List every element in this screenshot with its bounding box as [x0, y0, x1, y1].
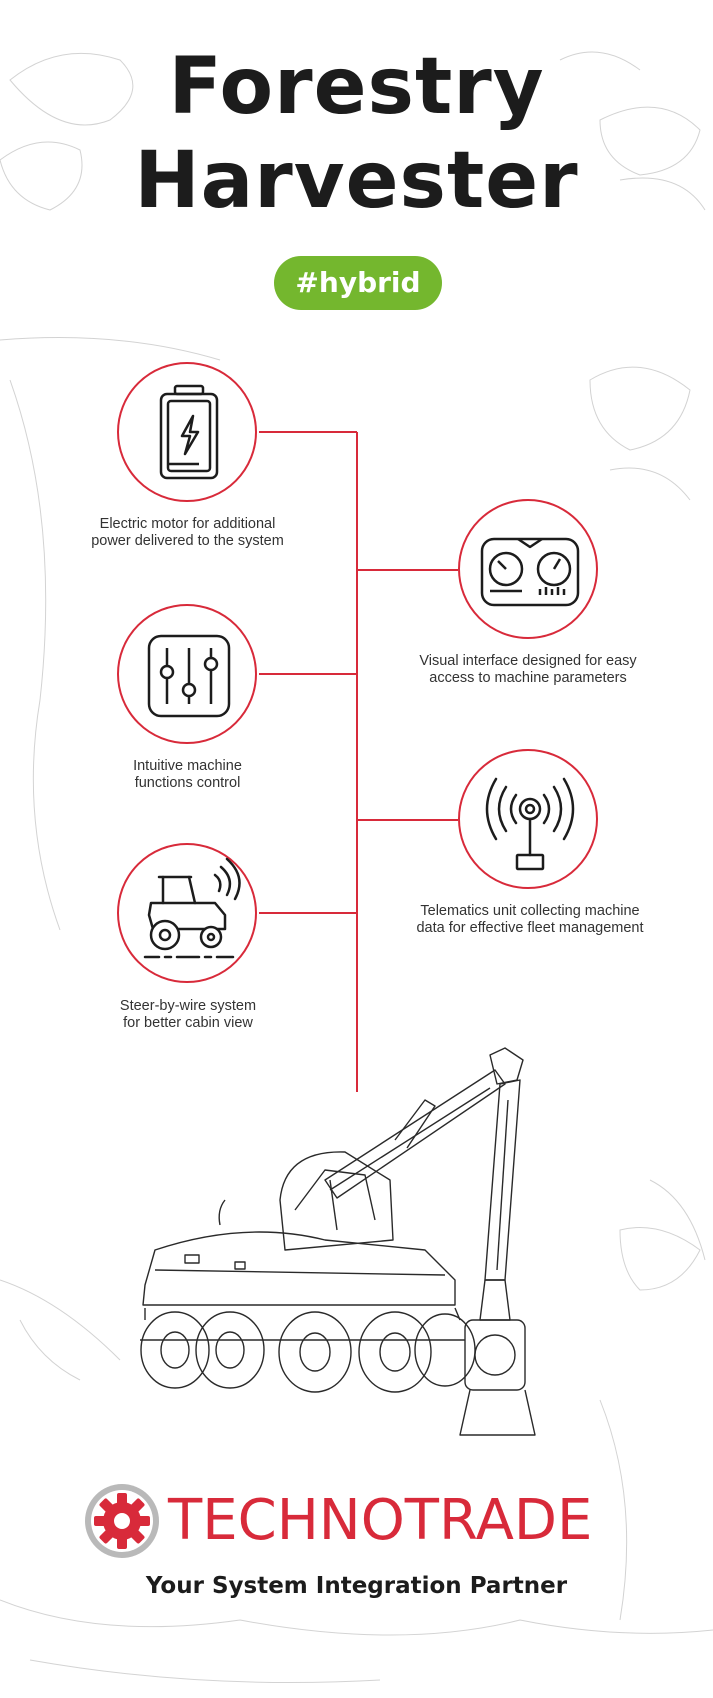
caption-visual-interface-line-2: access to machine parameters [429, 670, 627, 686]
caption-steer-by-wire: Steer-by-wire system for better cabin vi… [88, 998, 288, 1032]
antenna-icon [485, 777, 575, 871]
title-line-1: Forestry [168, 42, 545, 132]
title-line-2: Harvester [134, 136, 579, 226]
feature-circle-electric-motor [117, 362, 257, 502]
caption-machine-control-line-1: Intuitive machine [133, 758, 242, 774]
caption-visual-interface-line-1: Visual interface designed for easy [419, 653, 637, 669]
tractor-wireless-icon [143, 857, 241, 959]
sliders-icon [147, 634, 231, 718]
gear-icon [85, 1484, 159, 1558]
hybrid-tag: #hybrid [274, 256, 442, 310]
caption-steer-by-wire-line-2: for better cabin view [123, 1015, 253, 1031]
feature-circle-machine-control [117, 604, 257, 744]
caption-electric-motor: Electric motor for additional power deli… [60, 516, 315, 550]
caption-telematics-line-2: data for effective fleet management [416, 920, 644, 936]
brand-name: TECHNOTRADE [168, 1488, 593, 1553]
feature-circle-telematics [458, 749, 598, 889]
caption-steer-by-wire-line-1: Steer-by-wire system [119, 998, 257, 1014]
brand-slogan: Your System Integration Partner [145, 1573, 568, 1599]
battery-icon [159, 384, 219, 480]
dashboard-gauges-icon [480, 537, 580, 607]
feature-circle-visual-interface [458, 499, 598, 639]
caption-electric-motor-line-1: Electric motor for additional [99, 516, 276, 532]
feature-circle-steer-by-wire [117, 843, 257, 983]
caption-machine-control: Intuitive machine functions control [80, 758, 295, 792]
caption-electric-motor-line-2: power delivered to the system [91, 533, 284, 549]
caption-visual-interface: Visual interface designed for easy acces… [388, 653, 668, 687]
harvester-illustration [140, 1047, 536, 1436]
caption-machine-control-line-2: functions control [134, 775, 241, 791]
page-title: Forestry Harvester [0, 40, 713, 228]
caption-telematics: Telematics unit collecting machine data … [390, 903, 670, 937]
caption-telematics-line-1: Telematics unit collecting machine [420, 903, 640, 919]
